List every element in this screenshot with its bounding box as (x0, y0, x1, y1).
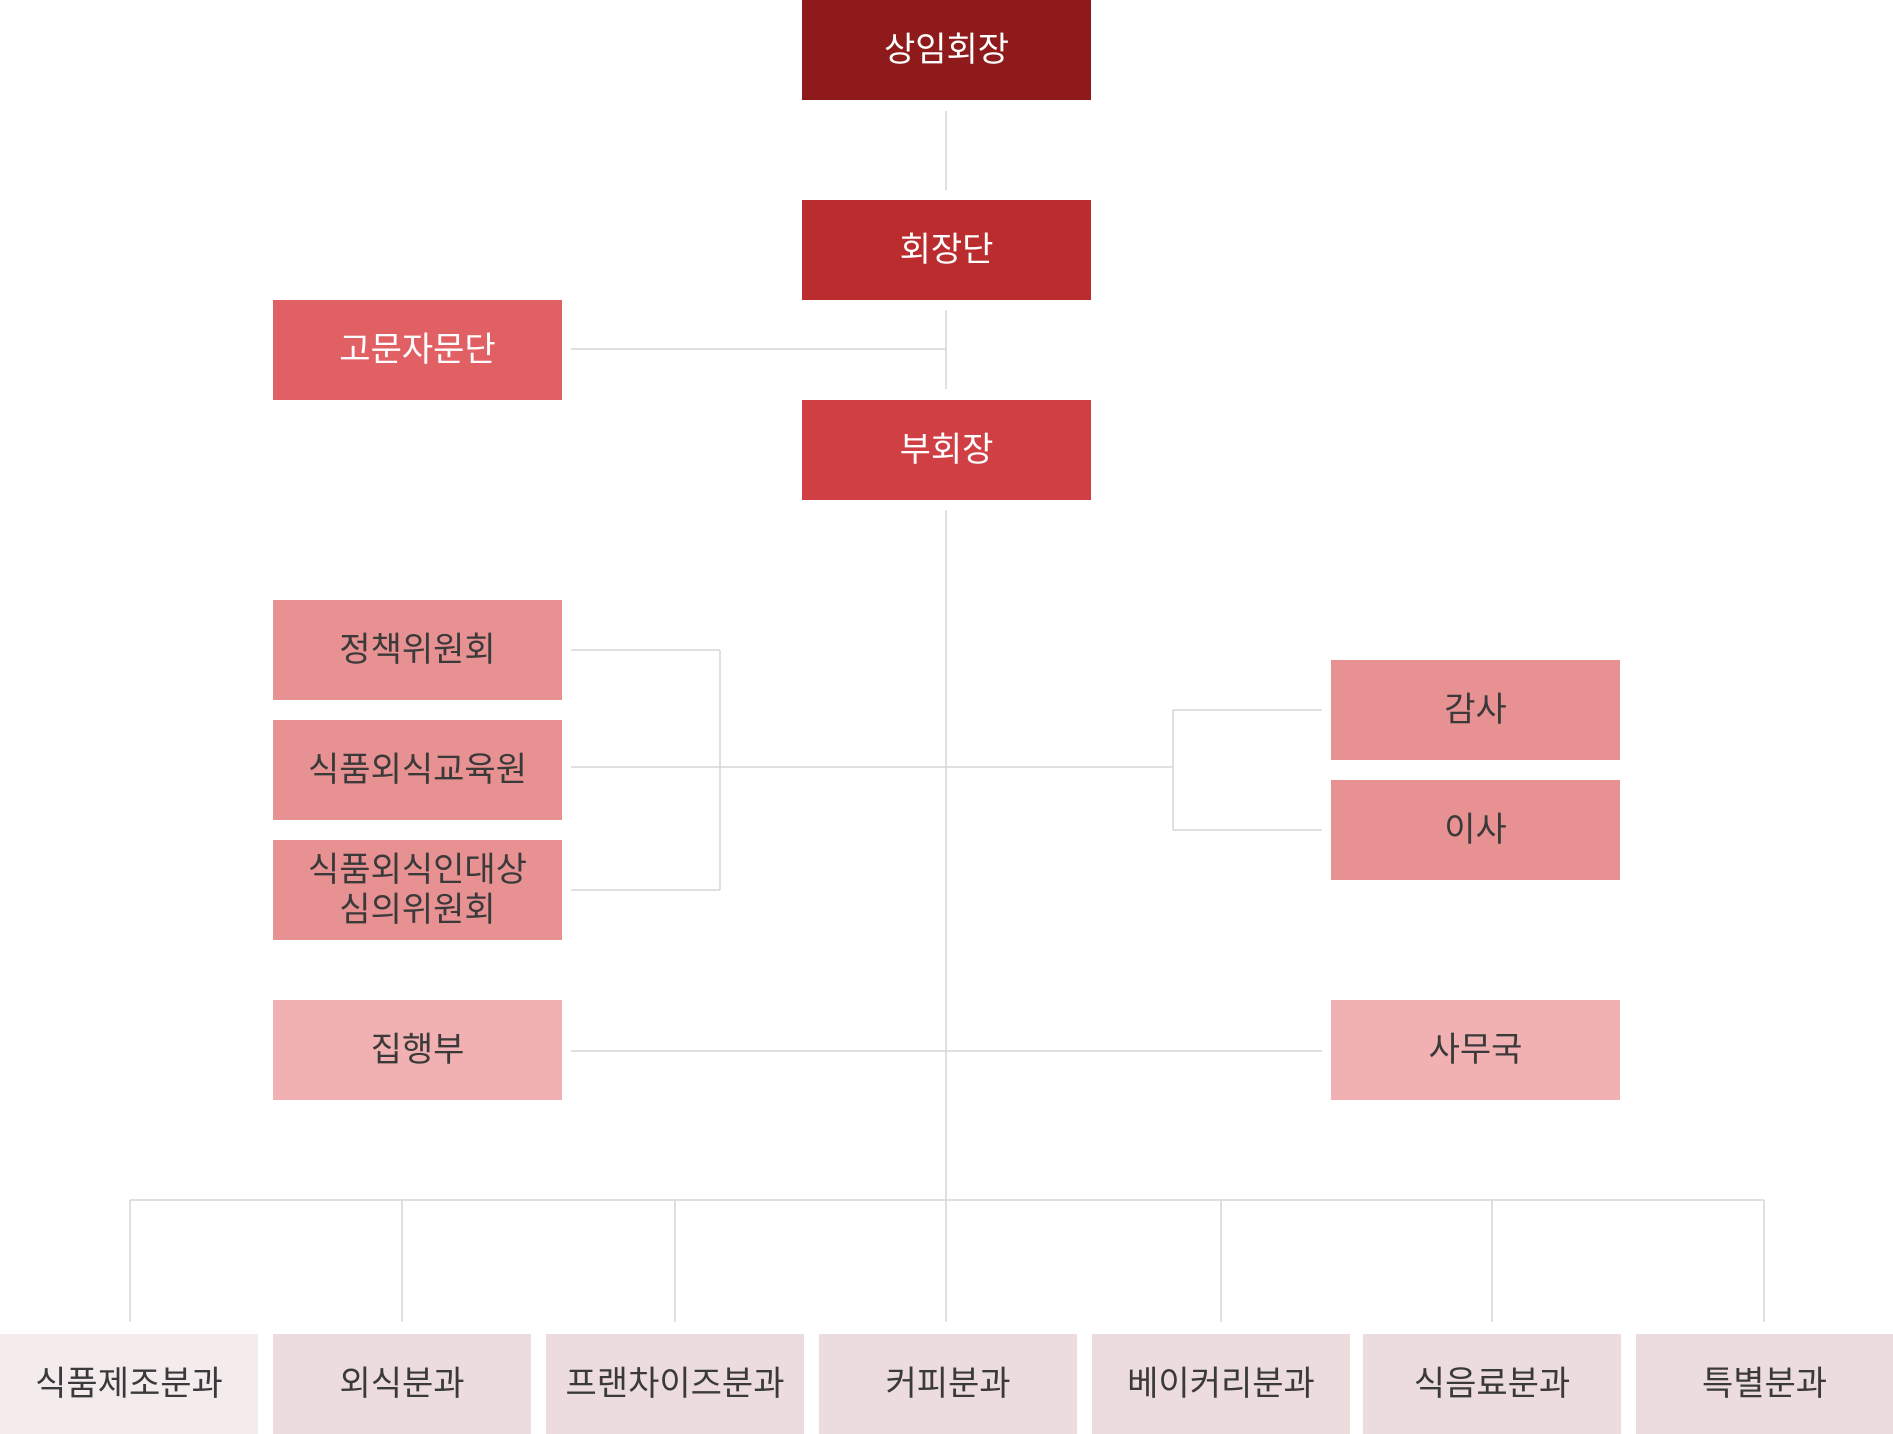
division-beverage: 식음료분과 (1363, 1334, 1621, 1434)
node-executive: 집행부 (273, 1000, 562, 1100)
node-secretariat: 사무국 (1331, 1000, 1620, 1100)
node-vice-chairman: 부회장 (802, 400, 1091, 500)
division-special: 특별분과 (1636, 1334, 1893, 1434)
division-restaurant: 외식분과 (273, 1334, 531, 1434)
division-coffee: 커피분과 (819, 1334, 1077, 1434)
node-chairman: 상임회장 (802, 0, 1091, 100)
node-audit: 감사 (1331, 660, 1620, 760)
node-education-institute: 식품외식교육원 (273, 720, 562, 820)
node-presidium: 회장단 (802, 200, 1091, 300)
node-policy-committee: 정책위원회 (273, 600, 562, 700)
node-director: 이사 (1331, 780, 1620, 880)
node-advisory: 고문자문단 (273, 300, 562, 400)
division-franchise: 프랜차이즈분과 (546, 1334, 804, 1434)
division-food-manufacturing: 식품제조분과 (0, 1334, 258, 1434)
node-award-committee: 식품외식인대상 심의위원회 (273, 840, 562, 940)
division-bakery: 베이커리분과 (1092, 1334, 1350, 1434)
